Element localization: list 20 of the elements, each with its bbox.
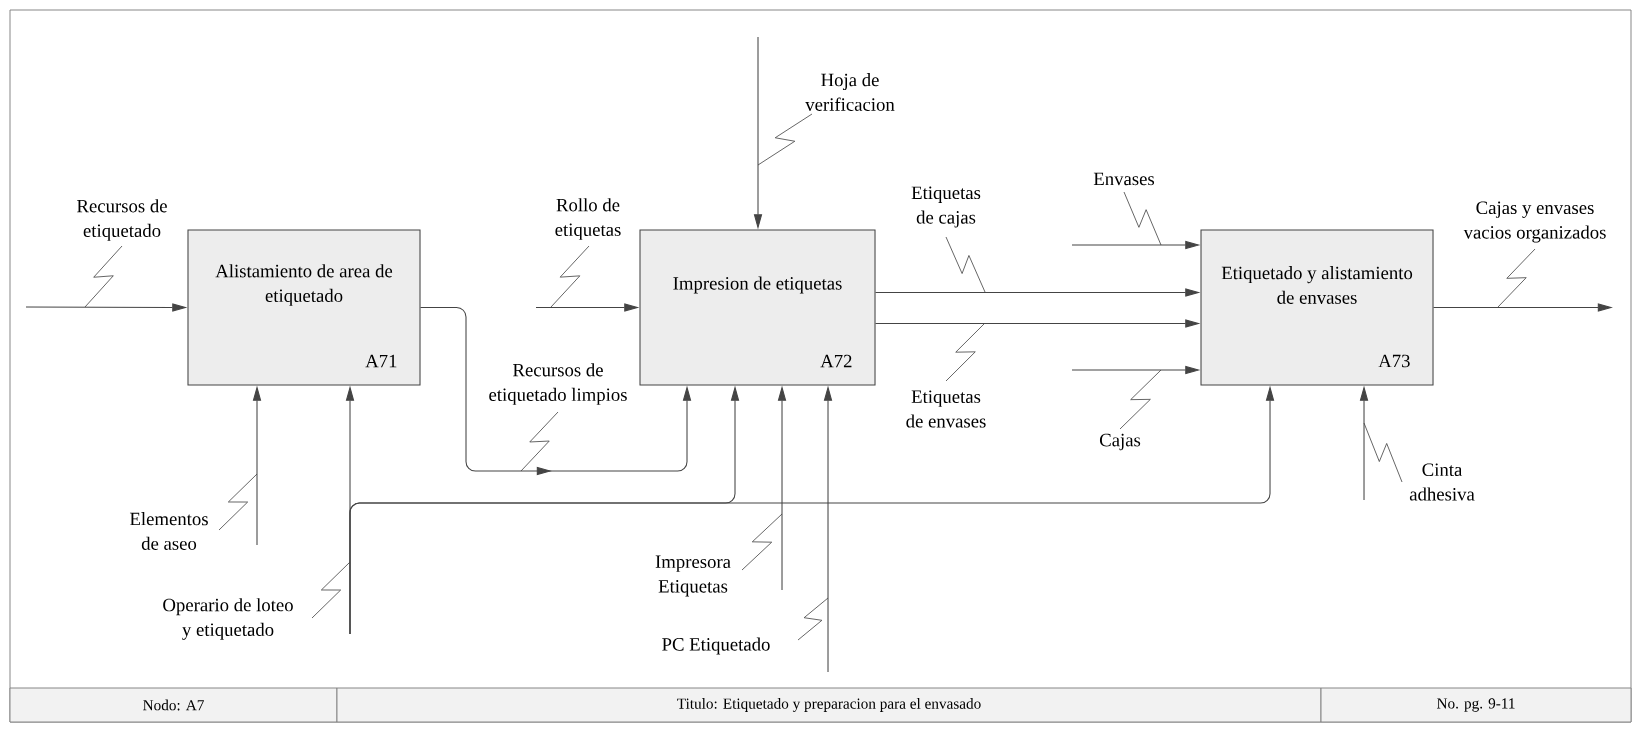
edge-label: Etiquetas de cajas — [911, 186, 981, 228]
process-box: Etiquetado y alistamiento de envases A73 — [1200, 229, 1434, 386]
edge-label: Etiquetas de envases — [906, 390, 986, 428]
edge-label: Impresora Etiquetas — [655, 555, 731, 597]
edge-label: Cajas — [1099, 433, 1141, 451]
process-box: Alistamiento de area de etiquetado A71 — [187, 229, 421, 386]
edge-label: Recursos de etiquetado — [77, 199, 167, 241]
edge-label: Envases — [1093, 172, 1155, 186]
arrow — [420, 307, 692, 476]
edge-label: Hoja de verificacion — [805, 73, 895, 111]
edge-label: Cinta adhesiva — [1409, 463, 1475, 501]
footer-cell: No. pg. 9-11 — [1320, 687, 1632, 723]
edge-label: PC Etiquetado — [662, 637, 770, 655]
edge-label: Cajas y envases vacios organizados — [1463, 201, 1606, 243]
edge-label: Elementos de aseo — [129, 512, 208, 550]
process-box: Impresion de etiquetas A72 — [639, 229, 876, 386]
edge-label: Recursos de etiquetado limpios — [489, 363, 627, 405]
footer-cell: Nodo: A7 — [9, 687, 338, 723]
edge-label: Rollo de etiquetas — [555, 198, 621, 240]
edge-label: Operario de loteo y etiquetado — [163, 598, 293, 640]
